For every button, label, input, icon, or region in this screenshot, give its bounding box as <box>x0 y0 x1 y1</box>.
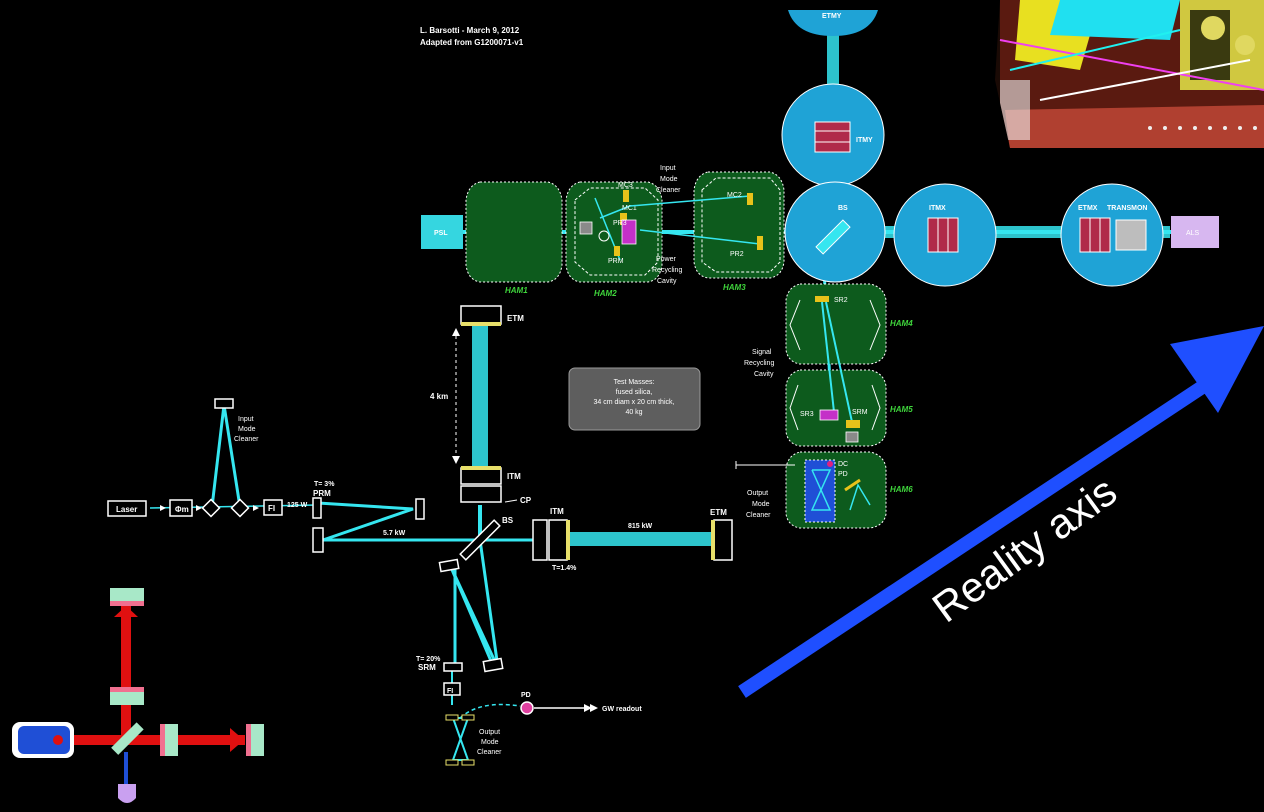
itm-top-optic <box>461 468 501 484</box>
sr2-label: SR2 <box>834 297 848 304</box>
ham1-label: HAM1 <box>505 286 528 295</box>
aligo-src-label-1: Signal <box>752 349 772 356</box>
dcpd-label-1: DC <box>838 461 848 468</box>
aligo-src-label-2: Recycling <box>744 360 774 367</box>
dcpd-label-2: PD <box>838 471 848 478</box>
aligo-src-label-3: Cavity <box>754 371 774 378</box>
srm-label: SRM <box>852 409 868 416</box>
etm-right-optic <box>714 520 732 560</box>
etmy-label: ETMY <box>822 13 842 20</box>
simple-omc-label-3: Cleaner <box>477 749 502 756</box>
pr2-simple-optic <box>416 499 424 519</box>
ham1-chamber <box>466 182 562 282</box>
imc-top-mirror <box>215 399 233 408</box>
pr3-label: PR3 <box>613 220 627 227</box>
laser-label: Laser <box>116 505 137 514</box>
ham3-label: HAM3 <box>723 283 746 292</box>
input-power-label: 125 W <box>287 502 308 509</box>
simple-omc-label-1: Output <box>479 729 500 736</box>
pd-label: PD <box>521 692 531 699</box>
simple-imc-label-3: Cleaner <box>234 436 259 443</box>
prm-optic <box>313 498 321 518</box>
cartoon-michelson <box>12 588 264 803</box>
test-masses-line-4: 40 kg <box>625 409 642 416</box>
credit-line-1: L. Barsotti - March 9, 2012 <box>420 26 520 35</box>
prm-label: PRM <box>608 258 624 265</box>
etm-right-label: ETM <box>710 508 727 517</box>
itm-top-label: ITM <box>507 472 521 481</box>
pr2-label: PR2 <box>730 251 744 258</box>
prm-t-label: T= 3% <box>314 481 335 488</box>
aligo-imc-label-1: Input <box>660 165 676 172</box>
mc3-label: MC3 <box>618 182 633 189</box>
aligo-omc-label-3: Cleaner <box>746 512 771 519</box>
transmon-optic <box>1116 220 1146 250</box>
itm-t-label: T=1.4% <box>552 565 577 572</box>
cp-right-optic <box>533 520 547 560</box>
fi-label: FI <box>268 504 275 513</box>
aligo-prc-label-3: Cavity <box>657 278 677 285</box>
aligo-prc-label-1: Power <box>656 256 677 263</box>
pr3-simple-optic <box>313 528 323 552</box>
pd-icon <box>521 702 533 714</box>
simple-omc-label-2: Mode <box>481 739 499 746</box>
srm-simple-label: SRM <box>418 663 436 672</box>
cp-top-optic <box>461 486 501 502</box>
bs-label: BS <box>838 205 848 212</box>
etm-top-label: ETM <box>507 314 524 323</box>
test-masses-line-1: Test Masses: <box>614 379 655 386</box>
credit-line-2: Adapted from G1200071-v1 <box>420 38 524 47</box>
cartoon-laser <box>12 722 74 758</box>
arm-length-label: 4 km <box>430 392 448 401</box>
instrument-photo <box>990 0 1264 150</box>
itmx-optic <box>928 218 958 252</box>
srm-optic <box>444 663 462 671</box>
itmy-label: ITMY <box>856 137 873 144</box>
aligo-imc-label-3: Cleaner <box>656 187 681 194</box>
mc2-label: MC2 <box>727 192 742 199</box>
etm-top-optic <box>461 306 501 324</box>
etmx-optic <box>1080 218 1110 252</box>
prc-power-label: 5.7 kW <box>383 530 406 537</box>
aligo-omc-label-2: Mode <box>752 501 770 508</box>
prm-label: PRM <box>313 489 331 498</box>
ham6-label: HAM6 <box>890 485 913 494</box>
ham5-label: HAM5 <box>890 405 913 414</box>
test-masses-line-2: fused silica, <box>616 389 653 396</box>
srm-t-label: T= 20% <box>416 656 441 663</box>
simple-imc-label-1: Input <box>238 416 254 423</box>
transmon-label: TRANSMON <box>1107 205 1147 212</box>
ham2-chamber <box>566 182 662 282</box>
cartoon-photodiode <box>118 784 136 803</box>
psl-label: PSL <box>434 230 448 237</box>
ham6-chamber <box>786 452 886 528</box>
aligo-imc-label-2: Mode <box>660 176 678 183</box>
itmy-optic <box>815 122 850 152</box>
itm-right-label: ITM <box>550 507 564 516</box>
sr3-label: SR3 <box>800 411 814 418</box>
ham2-label: HAM2 <box>594 289 617 298</box>
arm-power-label: 815 kW <box>628 523 653 530</box>
cp-label: CP <box>520 496 532 505</box>
gw-readout-label: GW readout <box>602 706 642 713</box>
fi-bottom-label: FI <box>447 688 453 695</box>
aligo-omc-label-1: Output <box>747 490 768 497</box>
itmx-label: ITMX <box>929 205 946 212</box>
simple-imc-label-2: Mode <box>238 426 256 433</box>
als-label: ALS <box>1186 230 1200 237</box>
bs-simple-label: BS <box>502 516 514 525</box>
itm-right-optic <box>549 520 567 560</box>
etmx-chamber <box>1061 184 1163 286</box>
test-masses-line-3: 34 cm diam x 20 cm thick, <box>594 399 675 406</box>
aligo-prc-label-2: Recycling <box>652 267 682 274</box>
ham4-label: HAM4 <box>890 319 913 328</box>
simplified-ifo: ETM 4 km ITM CP BS ITM T=1.4% 815 kW ETM… <box>108 306 732 765</box>
etmx-label: ETMX <box>1078 205 1098 212</box>
modulator-label: Φm <box>175 505 189 514</box>
